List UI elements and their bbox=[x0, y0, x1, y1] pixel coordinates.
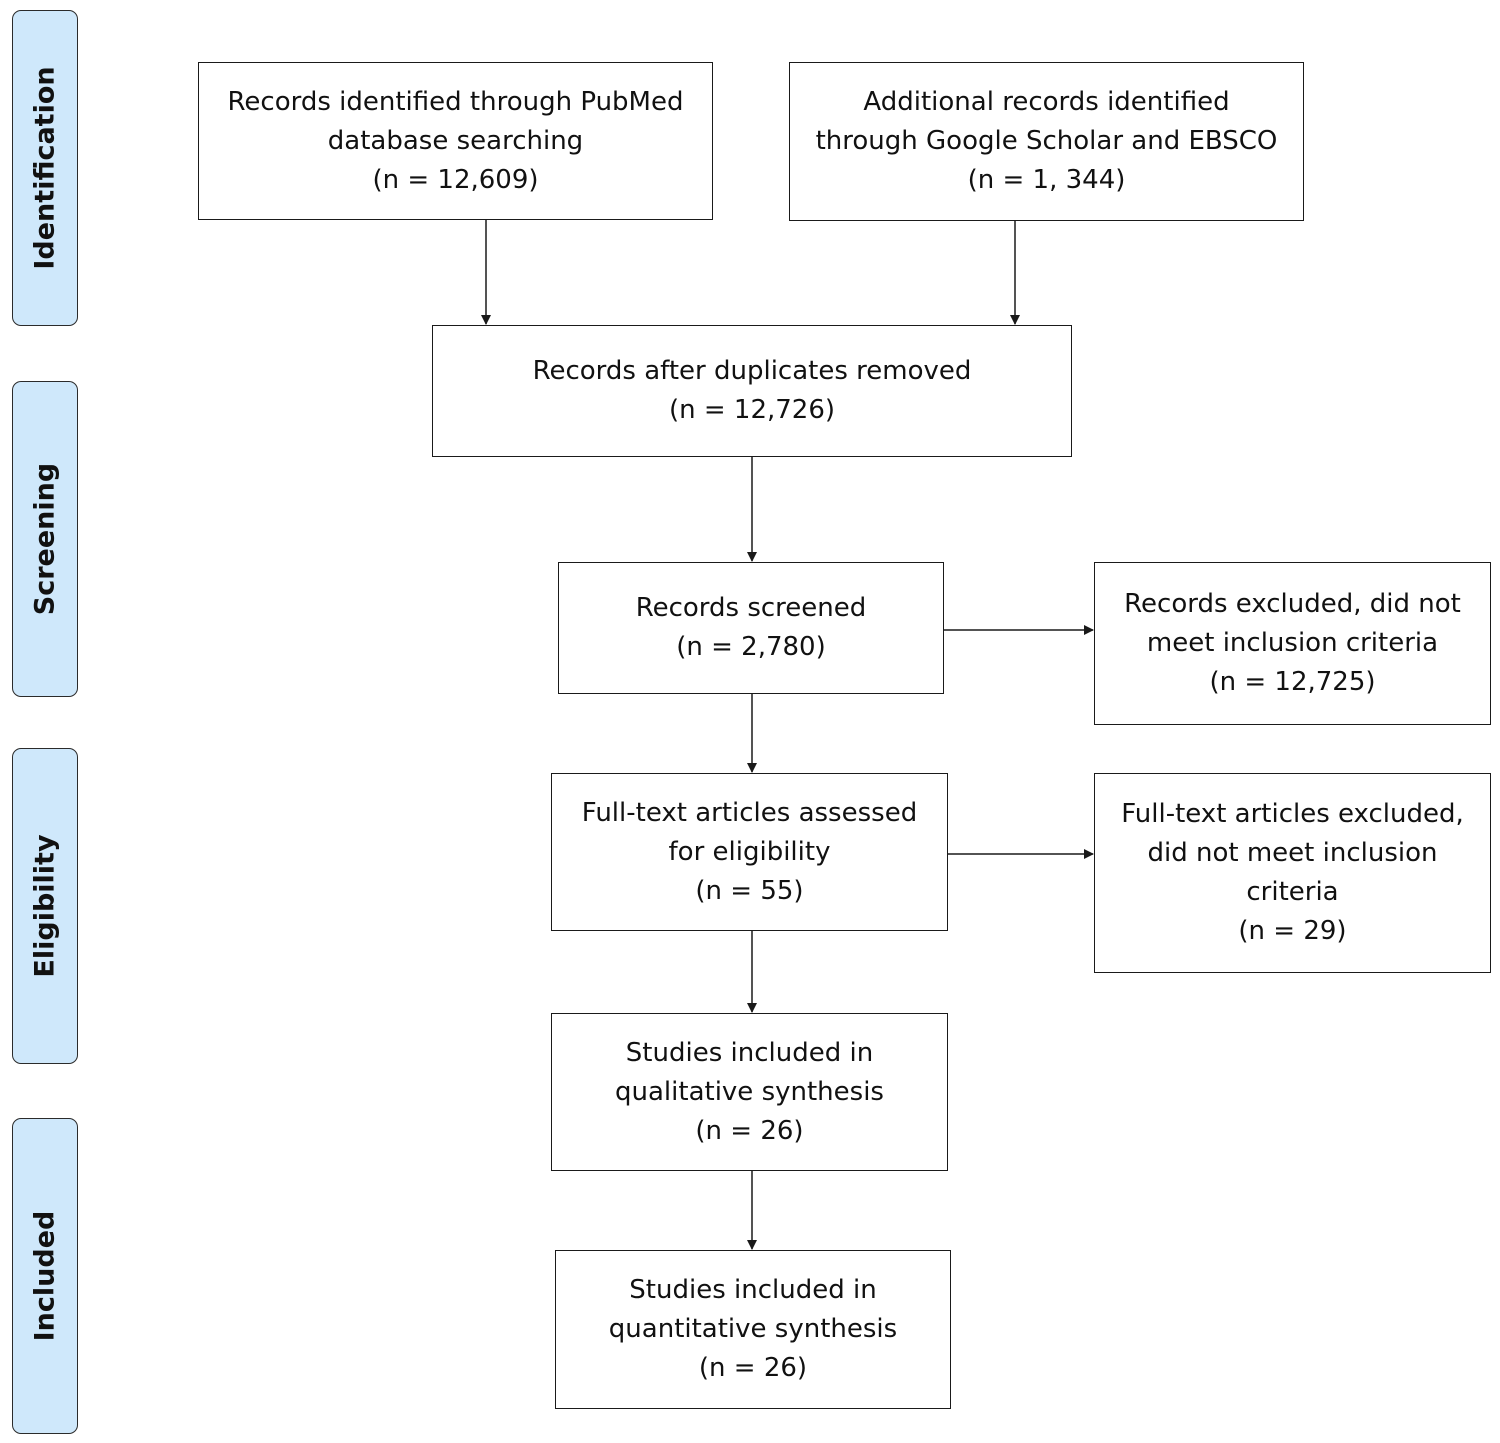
box-fulltext-excluded-line3: criteria bbox=[1246, 877, 1339, 907]
box-fulltext-excluded-count: (n = 29) bbox=[1238, 916, 1347, 946]
box-pubmed-records: Records identified through PubMed databa… bbox=[198, 62, 713, 220]
box-fulltext-assessed-line2: for eligibility bbox=[668, 836, 831, 867]
box-duplicates-removed: Records after duplicates removed (n = 12… bbox=[432, 325, 1072, 457]
box-qualitative-synthesis: Studies included in qualitative synthesi… bbox=[551, 1013, 948, 1171]
box-quantitative-synthesis: Studies included in quantitative synthes… bbox=[555, 1250, 951, 1409]
box-quantitative-line1: Studies included in bbox=[629, 1275, 877, 1305]
box-records-excluded-count: (n = 12,725) bbox=[1209, 667, 1376, 697]
box-records-screened: Records screened (n = 2,780) bbox=[558, 562, 944, 694]
box-qualitative-line2: qualitative synthesis bbox=[615, 1076, 884, 1107]
box-qualitative-count: (n = 26) bbox=[695, 1115, 804, 1146]
box-duplicates-line1: Records after duplicates removed bbox=[532, 356, 972, 386]
phase-eligibility: Eligibility bbox=[12, 748, 78, 1064]
box-pubmed-line2: database searching bbox=[327, 125, 584, 156]
box-additional-records: Additional records identified through Go… bbox=[789, 62, 1304, 221]
box-quantitative-count: (n = 26) bbox=[698, 1353, 808, 1383]
box-duplicates-count: (n = 12,726) bbox=[668, 395, 836, 425]
box-screened-line1: Records screened bbox=[635, 593, 867, 623]
phase-included: Included bbox=[12, 1118, 78, 1434]
box-fulltext-assessed-line1: Full-text articles assessed bbox=[581, 797, 918, 828]
box-records-excluded-line2: meet inclusion criteria bbox=[1146, 628, 1439, 658]
box-additional-line1: Additional records identified bbox=[863, 87, 1230, 117]
box-additional-line2: through Google Scholar and EBSCO bbox=[815, 126, 1278, 156]
box-fulltext-excluded-line1: Full-text articles excluded, bbox=[1121, 799, 1464, 829]
phase-screening-label: Screening bbox=[29, 462, 61, 616]
phase-screening: Screening bbox=[12, 381, 78, 697]
box-qualitative-line1: Studies included in bbox=[625, 1037, 874, 1068]
phase-identification: Identification bbox=[12, 10, 78, 326]
box-pubmed-count: (n = 12,609) bbox=[372, 164, 539, 195]
box-quantitative-line2: quantitative synthesis bbox=[608, 1314, 898, 1344]
box-screened-count: (n = 2,780) bbox=[676, 632, 826, 662]
phase-eligibility-label: Eligibility bbox=[29, 834, 61, 978]
box-fulltext-assessed: Full-text articles assessed for eligibil… bbox=[551, 773, 948, 931]
box-additional-count: (n = 1, 344) bbox=[967, 165, 1126, 195]
phase-included-label: Included bbox=[29, 1210, 61, 1342]
box-fulltext-excluded: Full-text articles excluded, did not mee… bbox=[1094, 773, 1491, 973]
box-records-excluded-line1: Records excluded, did not bbox=[1124, 589, 1461, 619]
box-pubmed-line1: Records identified through PubMed bbox=[227, 86, 684, 117]
box-records-excluded: Records excluded, did not meet inclusion… bbox=[1094, 562, 1491, 725]
phase-identification-label: Identification bbox=[29, 66, 61, 270]
box-fulltext-excluded-line2: did not meet inclusion bbox=[1147, 838, 1438, 868]
box-fulltext-assessed-count: (n = 55) bbox=[695, 875, 804, 906]
